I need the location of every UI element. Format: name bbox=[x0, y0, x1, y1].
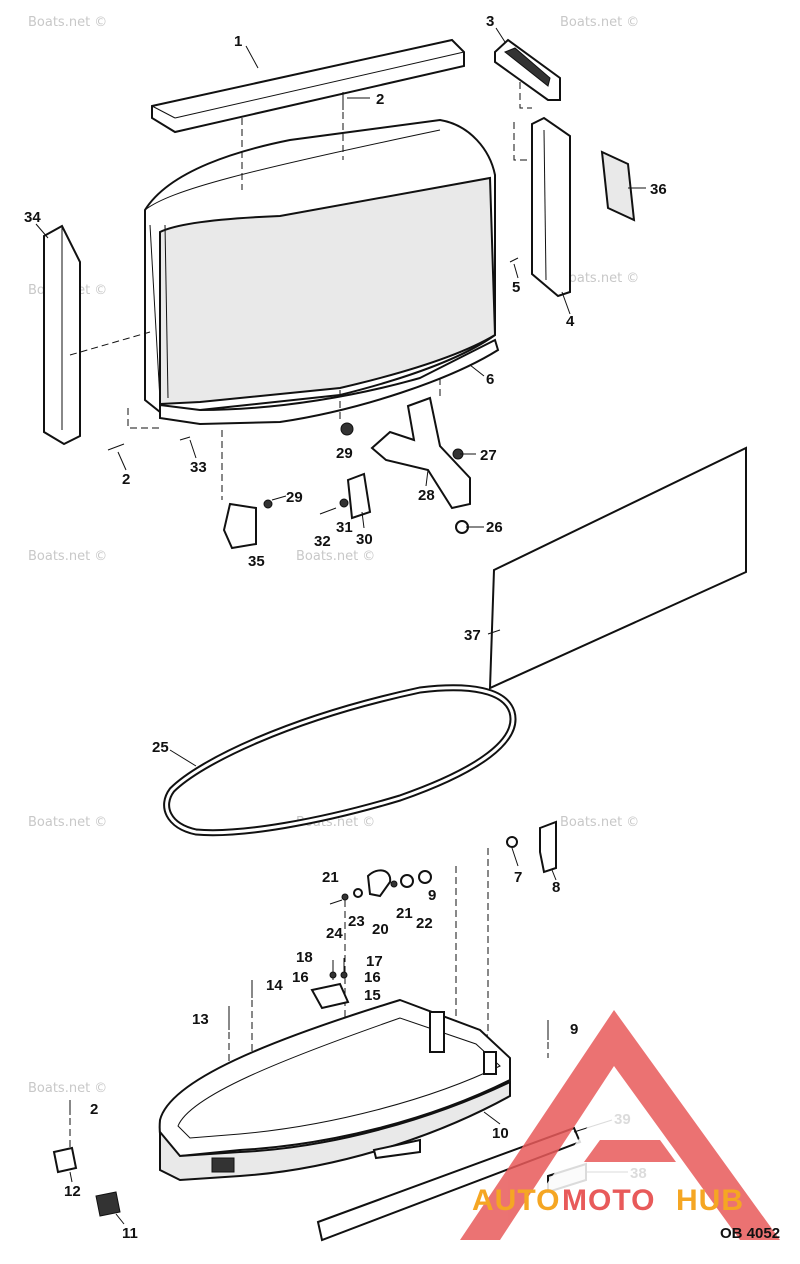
callout-5: 5 bbox=[512, 279, 520, 296]
callout-10: 10 bbox=[492, 1125, 509, 1142]
callout-15: 15 bbox=[364, 987, 381, 1004]
callout-6: 6 bbox=[486, 371, 494, 388]
callout-16: 16 bbox=[292, 969, 309, 986]
callout-16: 16 bbox=[364, 969, 381, 986]
callout-32: 32 bbox=[314, 533, 331, 550]
callout-36: 36 bbox=[650, 181, 667, 198]
part-28-latch-bracket bbox=[370, 396, 471, 510]
part-36-pad bbox=[600, 150, 636, 222]
callout-30: 30 bbox=[356, 531, 373, 548]
watermark-text: Boats.net © bbox=[560, 15, 639, 30]
callout-1: 1 bbox=[234, 33, 242, 50]
watermark-text: Boats.net © bbox=[296, 549, 375, 564]
callout-29: 29 bbox=[336, 445, 353, 462]
watermark-text: Boats.net © bbox=[28, 1081, 107, 1096]
brand-wordmark: AUTO MOTO HUB bbox=[472, 1184, 744, 1217]
callout-18: 18 bbox=[296, 949, 313, 966]
callout-28: 28 bbox=[418, 487, 435, 504]
brand-text-hub: HUB bbox=[676, 1184, 744, 1217]
part-3-bracket bbox=[494, 38, 561, 101]
callout-34: 34 bbox=[24, 209, 41, 226]
watermark-text: Boats.net © bbox=[28, 549, 107, 564]
callout-14: 14 bbox=[266, 977, 283, 994]
callout-2: 2 bbox=[122, 471, 130, 488]
watermark-text: Boats.net © bbox=[560, 271, 639, 286]
part-4-rail bbox=[531, 116, 571, 298]
callout-33: 33 bbox=[190, 459, 207, 476]
watermark-text: Boats.net © bbox=[28, 15, 107, 30]
watermark-text: Boats.net © bbox=[28, 815, 107, 830]
callout-35: 35 bbox=[248, 553, 265, 570]
callout-2: 2 bbox=[376, 91, 384, 108]
parts-11-12 bbox=[52, 1146, 121, 1217]
callout-12: 12 bbox=[64, 1183, 81, 1200]
mount-hardware bbox=[69, 958, 549, 1150]
watermark-text: Boats.net © bbox=[560, 815, 639, 830]
callout-31: 31 bbox=[336, 519, 353, 536]
part-34-side-panel bbox=[43, 224, 81, 446]
callout-9: 9 bbox=[570, 1021, 578, 1038]
callout-29: 29 bbox=[286, 489, 303, 506]
brand-logo bbox=[460, 1010, 780, 1240]
callout-2: 2 bbox=[90, 1101, 98, 1118]
brand-text-auto: AUTO bbox=[472, 1184, 560, 1217]
part-1-top-trim bbox=[151, 38, 465, 134]
callout-7: 7 bbox=[514, 869, 522, 886]
callout-leaders bbox=[35, 27, 646, 1225]
callout-24: 24 bbox=[326, 925, 343, 942]
callout-20: 20 bbox=[372, 921, 389, 938]
callout-23: 23 bbox=[348, 913, 365, 930]
leader-lines-upper bbox=[69, 82, 532, 500]
callout-21: 21 bbox=[322, 869, 339, 886]
part-10-lower-tray bbox=[158, 998, 511, 1182]
callout-8: 8 bbox=[552, 879, 560, 896]
drawing-code: OB 4052 bbox=[720, 1225, 780, 1242]
part-8-hinge bbox=[456, 820, 557, 1036]
callout-4: 4 bbox=[566, 313, 575, 330]
callout-21: 21 bbox=[396, 905, 413, 922]
part-25-seal bbox=[163, 684, 517, 837]
callout-22: 22 bbox=[416, 915, 433, 932]
callout-13: 13 bbox=[192, 1011, 209, 1028]
callout-9: 9 bbox=[428, 887, 436, 904]
callout-17: 17 bbox=[366, 953, 383, 970]
part-37-panel bbox=[488, 446, 747, 690]
callout-3: 3 bbox=[486, 13, 494, 30]
brand-text-moto: MOTO bbox=[562, 1184, 655, 1217]
callout-26: 26 bbox=[486, 519, 503, 536]
callout-27: 27 bbox=[480, 447, 497, 464]
callout-labels: 1 2 3 36 34 5 4 6 2 33 29 27 29 31 30 28… bbox=[24, 13, 667, 1242]
callout-11: 11 bbox=[122, 1225, 138, 1242]
callout-37: 37 bbox=[464, 627, 481, 644]
part-6-motor-cover bbox=[144, 118, 500, 426]
hardware-upper bbox=[107, 92, 519, 550]
callout-25: 25 bbox=[152, 739, 169, 756]
